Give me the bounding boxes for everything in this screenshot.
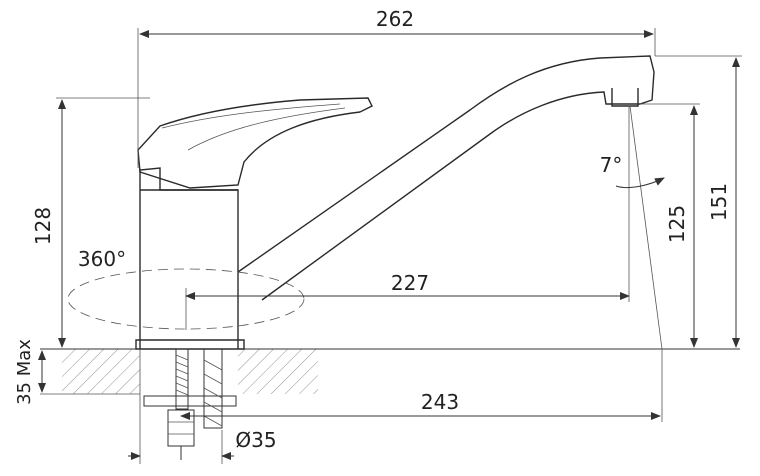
label-hole-diameter: Ø35: [235, 428, 276, 452]
label-128: 128: [31, 207, 55, 245]
handle-contour-lower: [187, 107, 346, 151]
faucet-handle: [137, 97, 373, 189]
angle-arc: [615, 177, 665, 189]
dimension-handle-height: 128: [31, 97, 150, 348]
handle-lever: [137, 97, 373, 189]
label-125: 125: [665, 205, 689, 243]
faucet-body: [135, 167, 245, 350]
dimension-outlet-height: 125: [640, 103, 700, 348]
mounting-washer: [143, 395, 237, 407]
label-262: 262: [376, 7, 414, 31]
dimension-base-reach: 243: [180, 349, 663, 422]
mounting-nut: [167, 409, 195, 447]
label-360: 360°: [78, 247, 126, 271]
dimension-mount-thickness: 35 Max: [14, 339, 46, 405]
faucet-column: [139, 167, 239, 349]
faucet-base-plate: [135, 339, 245, 350]
supply-hose: [203, 349, 223, 429]
label-7deg: 7°: [600, 153, 623, 177]
spout-arm: [237, 55, 655, 301]
label-227: 227: [391, 271, 429, 295]
label-243: 243: [421, 390, 459, 414]
mounting-hardware: [143, 348, 237, 460]
dimension-total-height: 151: [655, 55, 742, 348]
dimension-reach: 227: [185, 106, 630, 330]
spout-aerator: [611, 88, 639, 107]
dimension-hole-diameter: Ø35: [128, 349, 277, 464]
hose-braid: [203, 359, 223, 427]
label-151: 151: [707, 183, 731, 221]
countertop-hatch-left: [62, 349, 140, 394]
handle-contour: [161, 103, 341, 129]
threaded-stud: [175, 348, 189, 410]
dimension-width: 262: [137, 7, 656, 168]
label-35max: 35 Max: [14, 339, 35, 405]
stud-thread-marks: [175, 354, 189, 396]
spray-angle-line: [629, 105, 663, 350]
faucet-spout: [237, 55, 655, 301]
dimension-spray-angle: 7°: [600, 105, 665, 350]
countertop: [40, 348, 740, 395]
countertop-hatch-right: [238, 349, 318, 394]
